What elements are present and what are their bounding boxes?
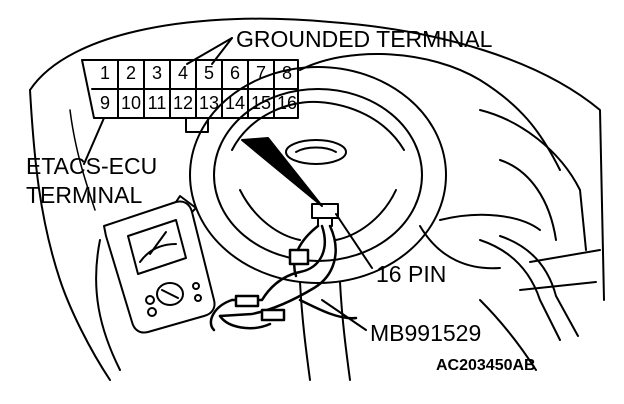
connector-pin: 9 bbox=[99, 93, 110, 113]
connector-pin: 12 bbox=[172, 93, 194, 113]
connector-pin: 8 bbox=[281, 63, 292, 83]
grounded-terminal-label: GROUNDED TERMINAL bbox=[236, 26, 493, 52]
connector-pin: 1 bbox=[99, 63, 110, 83]
etacs-terminal-label: TERMINAL bbox=[26, 182, 143, 208]
connector-pin: 11 bbox=[147, 93, 167, 113]
multimeter-icon bbox=[103, 195, 216, 334]
connector-pin: 2 bbox=[125, 63, 136, 83]
tool-number-label: MB991529 bbox=[370, 320, 482, 346]
connector-pin: 5 bbox=[203, 63, 214, 83]
connector-pin: 13 bbox=[198, 93, 220, 113]
connector-pin: 3 bbox=[151, 63, 162, 83]
enlarged-connector-view bbox=[81, 59, 299, 133]
test-harness bbox=[209, 224, 358, 332]
connector-pin: 14 bbox=[224, 93, 246, 113]
connector-pin: 16 bbox=[276, 93, 298, 113]
connector-pin: 7 bbox=[255, 63, 266, 83]
pointer-wedge bbox=[241, 137, 323, 207]
etacs-ecu-label: ETACS-ECU bbox=[26, 153, 158, 179]
leader-16pin bbox=[335, 213, 373, 269]
diagnosis-connector-location bbox=[311, 203, 339, 227]
connector-pin: 4 bbox=[177, 63, 188, 83]
connector-pin: 10 bbox=[120, 93, 142, 113]
leader-tool bbox=[321, 299, 367, 331]
leader-grounded-terminal bbox=[186, 37, 233, 65]
connector-pin: 6 bbox=[229, 63, 240, 83]
steering-column bbox=[299, 281, 351, 381]
figure-code-label: AC203450AB bbox=[436, 357, 536, 374]
16-pin-label: 16 PIN bbox=[376, 261, 447, 287]
lower-trim bbox=[479, 235, 579, 371]
dashboard-outline bbox=[29, 17, 605, 381]
leader-etacs-terminal bbox=[83, 117, 105, 165]
connector-pin: 15 bbox=[250, 93, 272, 113]
